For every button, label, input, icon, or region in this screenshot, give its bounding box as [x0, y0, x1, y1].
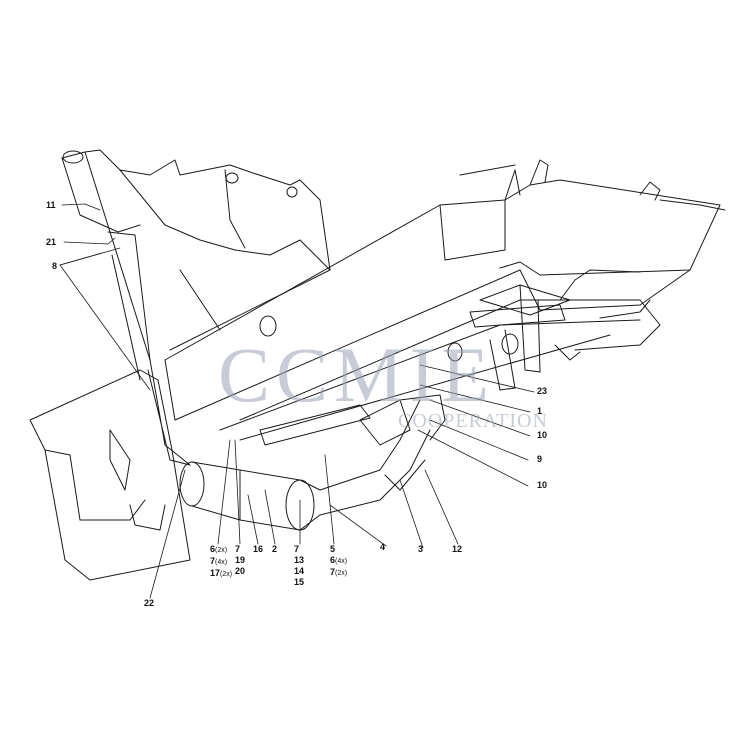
watermark-subtitle: COOPERATION [398, 410, 548, 432]
callout-3: 3 [418, 544, 424, 554]
callout-2: 2 [272, 544, 278, 554]
callout-16: 16 [253, 544, 264, 554]
fender-panel [29, 369, 191, 581]
callout-group-b: 7 19 20 [235, 544, 246, 576]
callout-23: 23 [537, 386, 548, 396]
loader-arm [61, 149, 331, 466]
callout-group-d: 5 6(4x) 7(2x) [330, 544, 348, 577]
callout-12: 12 [452, 544, 463, 554]
watermark-logo: CCMIE [218, 331, 496, 418]
callout-21: 21 [46, 237, 57, 247]
callout-8: 8 [52, 261, 58, 271]
callout-group-a: 6(2x) 7(4x) 17(2x) [210, 544, 233, 578]
callout-10-upper: 10 [537, 430, 548, 440]
bracket-rail [259, 304, 566, 446]
callout-4: 4 [380, 542, 386, 552]
callout-9: 9 [537, 454, 543, 464]
leader-lines [59, 203, 535, 599]
callout-10-lower: 10 [537, 480, 548, 490]
callout-1: 1 [537, 406, 543, 416]
callout-group-c: 7 13 14 15 [294, 544, 305, 587]
callout-22: 22 [144, 598, 155, 608]
callout-11: 11 [46, 200, 56, 210]
muffler-assembly [179, 394, 446, 531]
